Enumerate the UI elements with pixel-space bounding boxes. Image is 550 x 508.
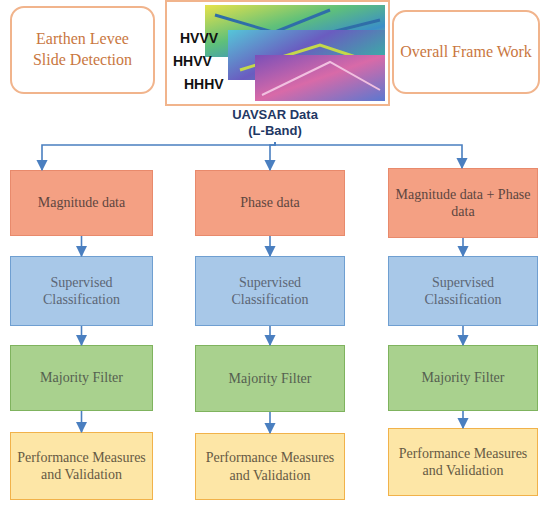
process-box: Supervised Classification	[10, 256, 153, 326]
flow-arrow	[81, 326, 83, 345]
process-box: Supervised Classification	[195, 256, 345, 326]
node-text: Supervised Classification	[395, 274, 531, 309]
flow-arrow	[269, 236, 271, 256]
process-box: Majority Filter	[195, 345, 345, 412]
node-text: Majority Filter	[229, 370, 312, 388]
node-text: UAVSAR Data (L-Band)	[225, 107, 325, 138]
flow-arrow	[462, 238, 464, 256]
node-text: Performance Measures and Validation	[202, 449, 338, 484]
flow-arrow	[42, 142, 275, 170]
node-text: Majority Filter	[40, 369, 123, 387]
node-text: Performance Measures and Validation	[395, 445, 531, 480]
flow-arrow	[269, 326, 271, 345]
node-text: Performance Measures and Validation	[17, 449, 146, 484]
node-text: Phase data	[240, 194, 299, 212]
node-text: Magnitude data + Phase data	[395, 186, 531, 221]
input-box: Magnitude data + Phase data	[388, 168, 538, 238]
flow-arrow	[81, 236, 83, 256]
output-box: Performance Measures and Validation	[388, 428, 538, 496]
input-box: Magnitude data	[10, 170, 153, 236]
flow-arrow	[81, 411, 83, 432]
node-text: Earthen Levee Slide Detection	[18, 29, 147, 71]
node-text: Overall Frame Work	[400, 42, 532, 63]
process-box: Majority Filter	[10, 345, 153, 411]
node-text: Supervised Classification	[202, 274, 338, 309]
heading-box: Earthen Levee Slide Detection	[10, 6, 155, 94]
output-box: Performance Measures and Validation	[195, 433, 345, 500]
polarization-label: HHVV	[173, 53, 212, 69]
flow-arrow	[269, 412, 271, 433]
node-text: Majority Filter	[422, 369, 505, 387]
source-label: UAVSAR Data (L-Band)	[225, 106, 325, 140]
process-box: Supervised Classification	[388, 256, 538, 326]
input-box: Phase data	[195, 170, 345, 236]
process-box: Majority Filter	[388, 345, 538, 411]
node-text: Supervised Classification	[17, 274, 146, 309]
node-text: Magnitude data	[38, 194, 125, 212]
flow-arrow	[462, 326, 464, 345]
flow-arrow	[462, 411, 464, 428]
polarization-label: HVVV	[180, 30, 218, 46]
flow-arrow	[275, 142, 462, 168]
output-box: Performance Measures and Validation	[10, 432, 153, 500]
heading-box: Overall Frame Work	[392, 10, 540, 94]
flow-arrow	[270, 142, 275, 170]
polarization-label: HHHV	[184, 76, 224, 92]
